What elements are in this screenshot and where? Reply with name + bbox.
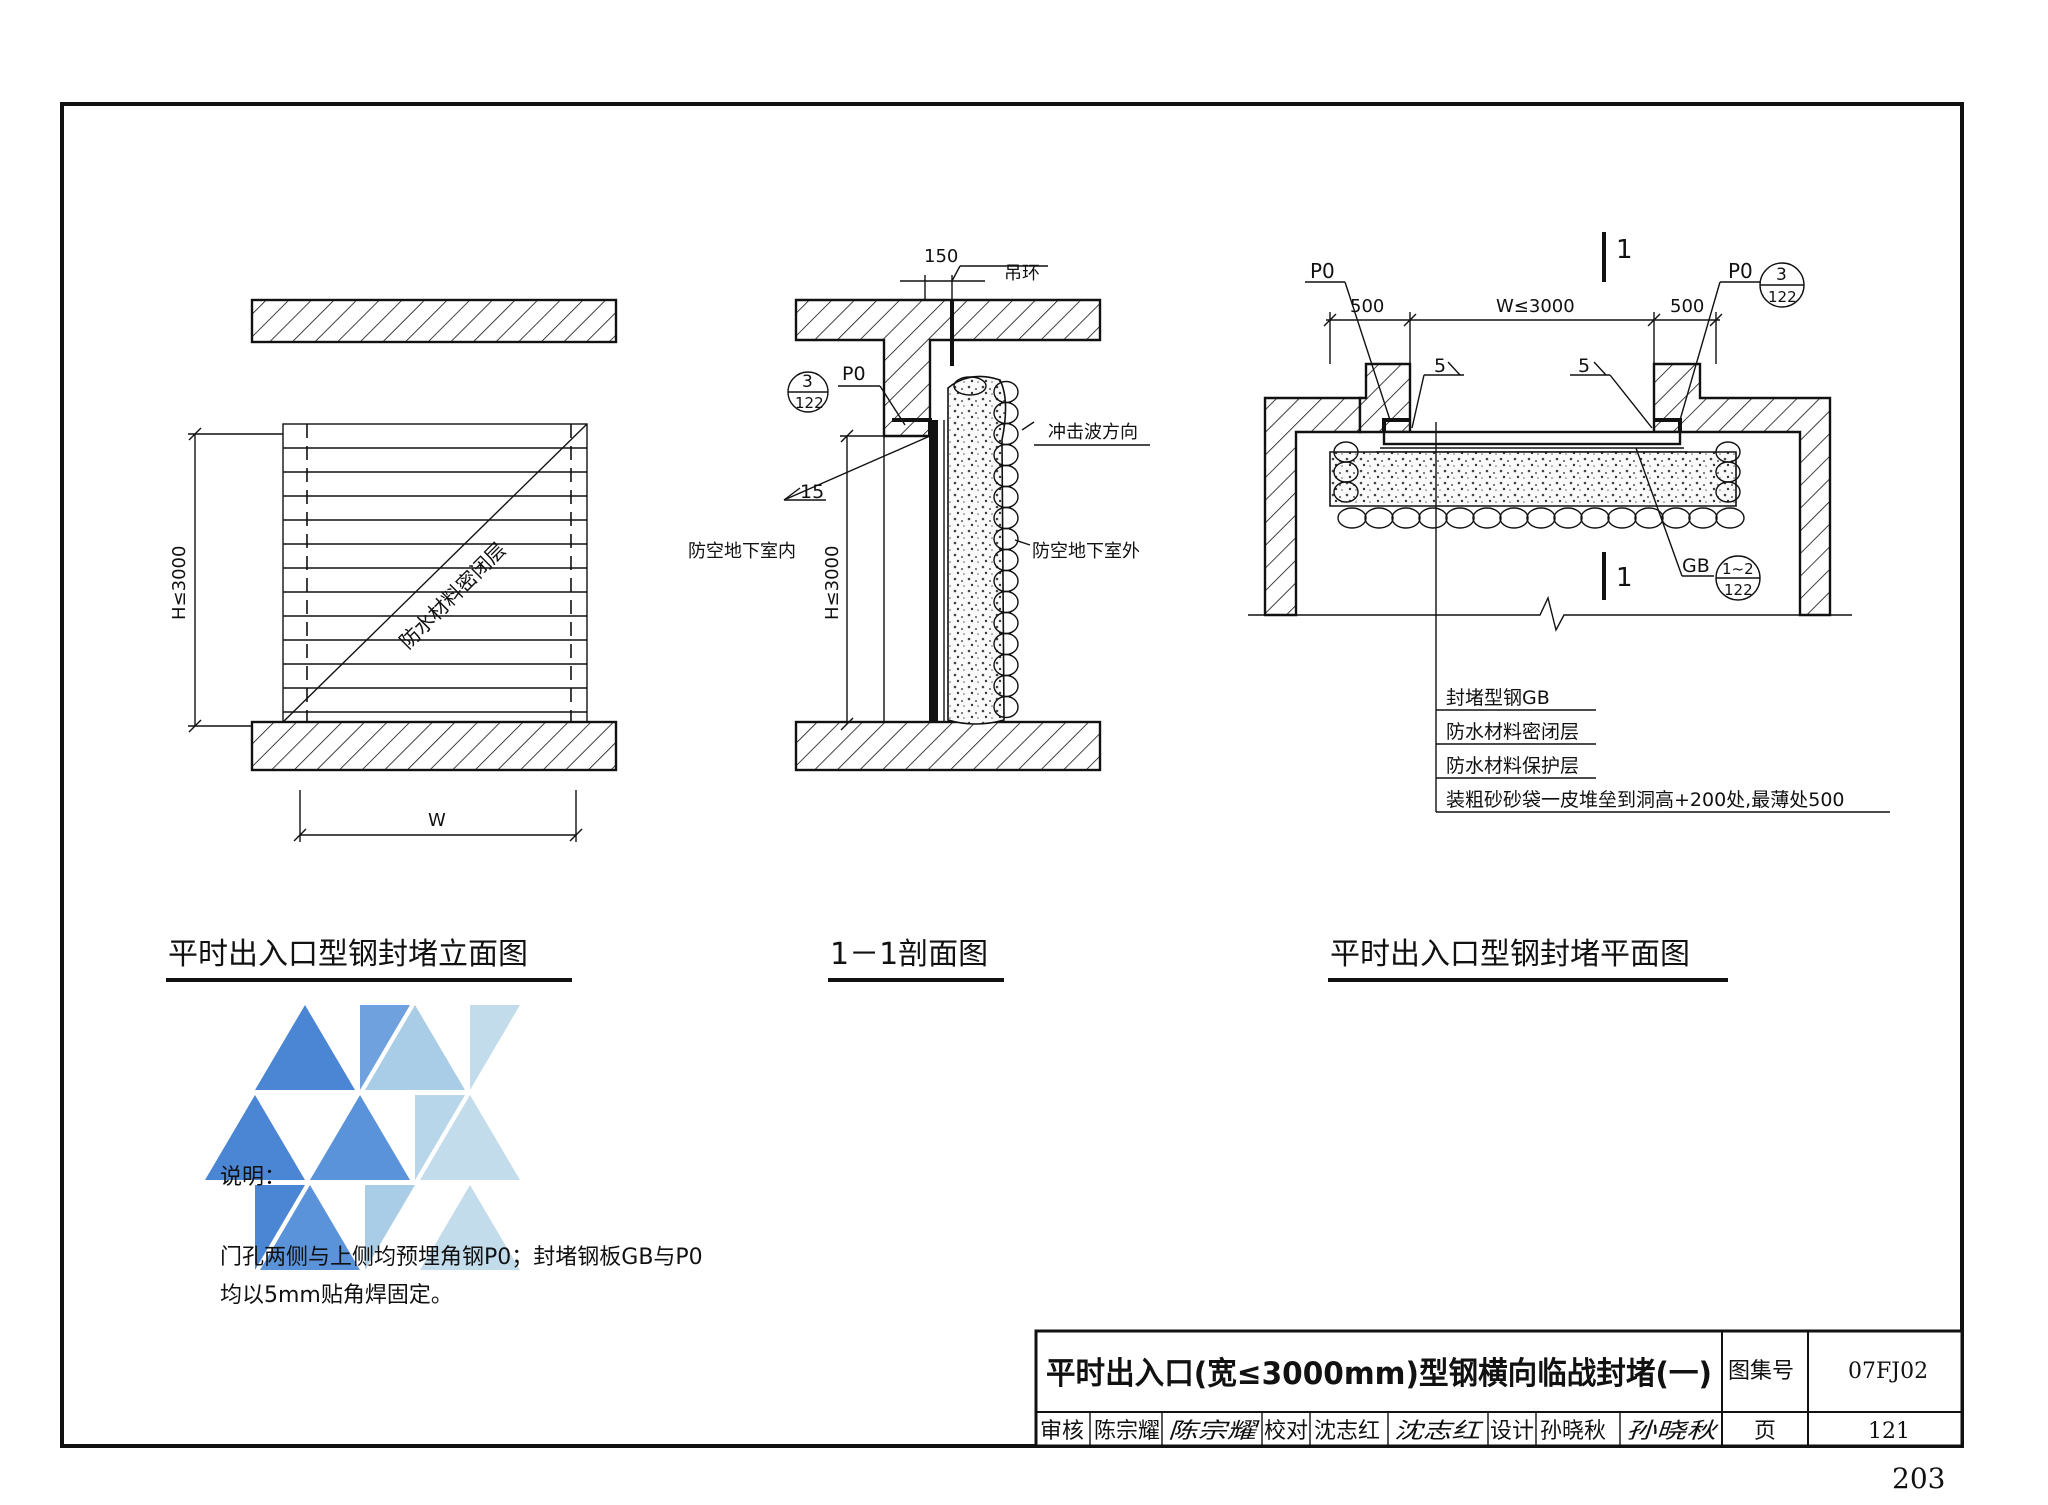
sandbag [953,376,987,396]
plan-legend-item: 装粗砂砂袋一皮堆垒到洞高+200处,最薄处500 [1446,789,1845,811]
plan-dim-mid: W≤3000 [1496,296,1575,317]
title-block-title: 平时出入口(宽≤3000mm)型钢横向临战封堵(一) [1046,1356,1712,1392]
plan-title: 平时出入口型钢封堵平面图 [1330,937,1690,972]
plan-weld-left: 5 [1434,355,1446,377]
drawing-frame [60,102,1964,1448]
title-block-check-label: 校对 [1264,1419,1308,1444]
sandbag [1337,507,1367,529]
notes-line-1: 门孔两侧与上侧均预埋角钢P0；封堵钢板GB与P0 [220,1245,703,1270]
section-dim-height: H≤3000 [822,546,843,620]
sandbag [1661,507,1691,529]
plan-cut-mark-top: 1 [1616,235,1633,265]
plan-gb-ref-bottom: 122 [1724,581,1753,599]
sandbag [1607,507,1637,529]
sandbag [1553,507,1583,529]
elevation-dim-width: W [428,810,446,831]
section-wave-direction: 冲击波方向 [1048,422,1138,443]
title-block [1034,1329,1964,1448]
plan-weld-right: 5 [1578,355,1590,377]
section-outside-label: 防空地下室外 [1032,541,1140,562]
sandbag [1526,507,1556,529]
sandbag [1580,507,1610,529]
title-block-design-label: 设计 [1490,1419,1534,1444]
section-dim-150: 150 [924,246,958,267]
title-block-check-signature: 沈志红 [1394,1419,1484,1444]
plan-po-left: P0 [1310,259,1335,283]
title-block-atlas-label: 图集号 [1728,1359,1794,1384]
sandbag [1634,507,1664,529]
elevation-dim-height: H≤3000 [169,546,190,620]
section-ref-bottom: 122 [795,394,824,412]
title-block-page-value: 121 [1868,1419,1910,1444]
sandbag [1364,507,1394,529]
notes-heading: 说明： [220,1165,286,1190]
section-drawing [783,265,1150,772]
section-hook-label: 吊环 [1004,263,1040,284]
sandbag [1333,481,1359,503]
title-block-page-label: 页 [1754,1419,1776,1444]
plan-drawing [1248,232,1890,813]
elevation-title: 平时出入口型钢封堵立面图 [168,937,528,972]
sandbag [1499,507,1529,529]
elevation-drawing [188,298,618,842]
section-inside-label: 防空地下室内 [688,541,796,562]
plan-gb-ref-top: 1~2 [1722,560,1754,578]
watermark-logo [205,1005,520,1270]
sandbag [1715,481,1741,503]
sandbag [1445,507,1475,529]
title-block-review-signature: 陈宗耀 [1168,1419,1260,1444]
plan-po-right: P0 [1728,259,1753,283]
title-block-atlas-value: 07FJ02 [1848,1359,1928,1384]
title-block-check-name: 沈志红 [1314,1419,1380,1444]
sandbag [1472,507,1502,529]
plan-legend-item: 封堵型钢GB [1446,687,1550,709]
plan-legend-item: 防水材料密闭层 [1446,721,1579,743]
plan-cut-mark-bottom: 1 [1616,563,1633,593]
plan-dim-right: 500 [1670,296,1704,317]
plan-dim-left: 500 [1350,296,1384,317]
section-title: 1－1剖面图 [830,937,988,972]
plan-legend-item: 防水材料保护层 [1446,755,1579,777]
sandbag [1391,507,1421,529]
title-block-review-name: 陈宗耀 [1094,1419,1160,1444]
plan-gb-label: GB [1682,555,1710,577]
page-number: 203 [1892,1462,1945,1495]
sandbag [1688,507,1718,529]
plan-ref-right-bottom: 122 [1768,288,1797,306]
title-block-review-label: 审核 [1040,1419,1084,1444]
title-block-design-name: 孙晓秋 [1540,1419,1606,1444]
section-po-label: P0 [842,363,866,385]
section-ref-top: 3 [802,372,813,392]
plan-ref-right-top: 3 [1776,265,1787,285]
sandbag [1418,507,1448,529]
sandbag [1715,507,1745,529]
title-block-design-signature: 孙晓秋 [1626,1419,1719,1444]
section-weld: 15 [800,481,824,503]
notes-line-2: 均以5mm贴角焊固定。 [220,1283,453,1308]
sandbag [993,695,1019,719]
